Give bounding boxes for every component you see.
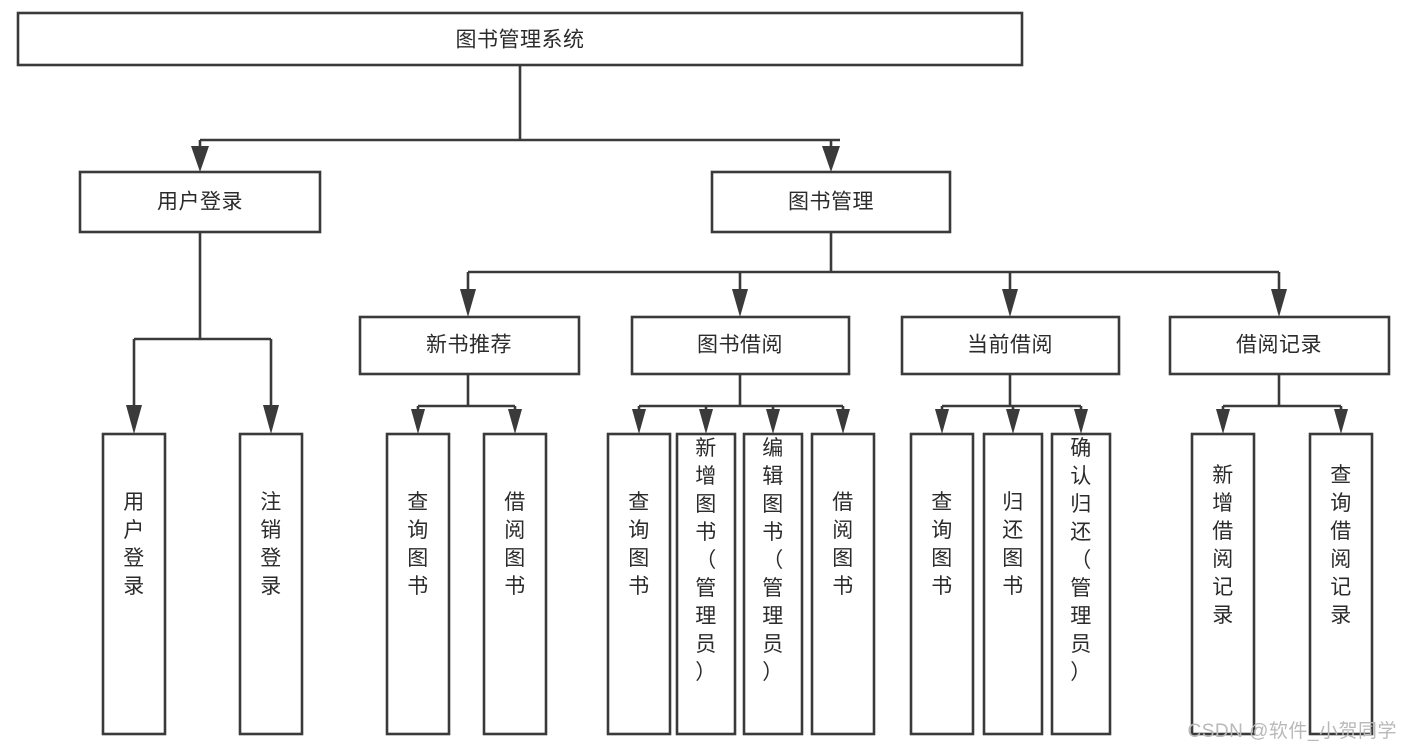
node-leaf-confirm-return-admin[interactable]: 确认归还（管理员） <box>1050 432 1112 736</box>
arrow-book-manage-to-new-book <box>460 289 476 317</box>
leaf-borrow-book-2-box[interactable] <box>810 432 876 736</box>
book-manage-label: 图书管理 <box>788 191 874 214</box>
node-leaf-borrow-book-1[interactable]: 借阅图书 <box>482 432 548 736</box>
leaf-user-login-label: 用户登录 <box>123 491 145 598</box>
node-new-book-recommend[interactable]: 新书推荐 <box>358 315 581 376</box>
current-borrow-label: 当前借阅 <box>967 334 1053 357</box>
node-leaf-user-login[interactable]: 用户登录 <box>101 432 167 736</box>
node-current-borrow[interactable]: 当前借阅 <box>900 315 1121 376</box>
arrow-book-manage-to-current-borrow <box>1002 289 1018 317</box>
book-manage-box[interactable] <box>710 170 952 234</box>
leaf-confirm-return-admin-box[interactable] <box>1050 432 1112 736</box>
leaf-query-borrow-record-label: 查询借阅记录 <box>1330 464 1352 627</box>
leaf-return-book-label: 归还图书 <box>1002 491 1024 598</box>
book-borrow-box[interactable] <box>630 315 851 376</box>
leaf-add-book-admin-label: 新增图书（管理员） <box>695 437 717 684</box>
node-leaf-edit-book-admin[interactable]: 编辑图书（管理员） <box>742 432 804 736</box>
arrow-current-borrow-leaf-3 <box>1074 409 1088 434</box>
arrow-book-manage-to-borrow-record <box>1271 289 1287 317</box>
leaf-query-book-2-box[interactable] <box>606 432 672 736</box>
leaf-add-borrow-record-label: 新增借阅记录 <box>1212 464 1234 627</box>
arrow-new-book-leaf-1 <box>411 409 425 434</box>
borrow-record-box[interactable] <box>1168 315 1391 376</box>
leaf-query-borrow-record-box[interactable] <box>1308 432 1374 736</box>
node-leaf-add-borrow-record[interactable]: 新增借阅记录 <box>1190 432 1256 736</box>
leaf-query-book-1-label: 查询图书 <box>407 491 429 598</box>
arrow-book-borrow-leaf-1 <box>632 409 646 434</box>
arrow-new-book-leaf-2 <box>508 409 522 434</box>
new-book-recommend-label: 新书推荐 <box>426 334 512 357</box>
arrow-book-borrow-leaf-4 <box>836 409 850 434</box>
arrow-root-to-book-manage <box>822 146 840 172</box>
leaf-edit-book-admin-box[interactable] <box>742 432 804 736</box>
node-user-login[interactable]: 用户登录 <box>78 170 322 234</box>
arrow-book-borrow-leaf-3 <box>766 409 780 434</box>
leaf-borrow-book-2-label: 借阅图书 <box>832 491 854 598</box>
borrow-record-label: 借阅记录 <box>1236 334 1322 357</box>
book-borrow-label: 图书借阅 <box>697 334 783 357</box>
node-leaf-query-book-2[interactable]: 查询图书 <box>606 432 672 736</box>
node-leaf-query-book-1[interactable]: 查询图书 <box>385 432 451 736</box>
leaf-borrow-book-1-label: 借阅图书 <box>504 491 526 598</box>
leaf-confirm-return-admin-label: 确认归还（管理员） <box>1070 437 1092 684</box>
arrow-book-borrow-leaf-2 <box>699 409 713 434</box>
leaf-logout-login-label: 注销登录 <box>260 491 282 598</box>
arrow-borrow-record-leaf-1 <box>1216 409 1230 434</box>
arrow-user-login-leaf-2 <box>263 405 279 434</box>
leaf-add-book-admin-box[interactable] <box>675 432 737 736</box>
user-login-label: 用户登录 <box>157 191 243 214</box>
node-leaf-query-borrow-record[interactable]: 查询借阅记录 <box>1308 432 1374 736</box>
leaf-add-borrow-record-box[interactable] <box>1190 432 1256 736</box>
arrow-current-borrow-leaf-1 <box>935 409 949 434</box>
leaf-edit-book-admin-label: 编辑图书（管理员） <box>762 437 784 684</box>
node-book-manage[interactable]: 图书管理 <box>710 170 952 234</box>
leaf-query-book-3-box[interactable] <box>909 432 975 736</box>
leaf-query-book-1-box[interactable] <box>385 432 451 736</box>
node-leaf-return-book[interactable]: 归还图书 <box>982 432 1044 736</box>
arrow-book-manage-to-book-borrow <box>732 289 748 317</box>
leaf-query-book-2-label: 查询图书 <box>628 491 650 598</box>
connectors-layer <box>126 65 1348 434</box>
arrow-root-to-user-login <box>191 146 209 172</box>
node-borrow-record[interactable]: 借阅记录 <box>1168 315 1391 376</box>
node-root-system[interactable]: 图书管理系统 <box>16 11 1024 67</box>
root-box[interactable] <box>16 11 1024 67</box>
node-leaf-query-book-3[interactable]: 查询图书 <box>909 432 975 736</box>
user-login-box[interactable] <box>78 170 322 234</box>
arrow-current-borrow-leaf-2 <box>1006 409 1020 434</box>
leaf-logout-login-box[interactable] <box>238 432 304 736</box>
node-leaf-logout-login[interactable]: 注销登录 <box>238 432 304 736</box>
leaf-query-book-3-label: 查询图书 <box>931 491 953 598</box>
leaf-return-book-box[interactable] <box>982 432 1044 736</box>
new-book-recommend-box[interactable] <box>358 315 581 376</box>
node-book-borrow[interactable]: 图书借阅 <box>630 315 851 376</box>
current-borrow-box[interactable] <box>900 315 1121 376</box>
node-leaf-borrow-book-2[interactable]: 借阅图书 <box>810 432 876 736</box>
leaf-borrow-book-1-box[interactable] <box>482 432 548 736</box>
leaf-user-login-box[interactable] <box>101 432 167 736</box>
arrow-user-login-leaf-1 <box>126 405 142 434</box>
root-label: 图书管理系统 <box>456 29 585 52</box>
arrow-borrow-record-leaf-2 <box>1334 409 1348 434</box>
node-leaf-add-book-admin[interactable]: 新增图书（管理员） <box>675 432 737 736</box>
